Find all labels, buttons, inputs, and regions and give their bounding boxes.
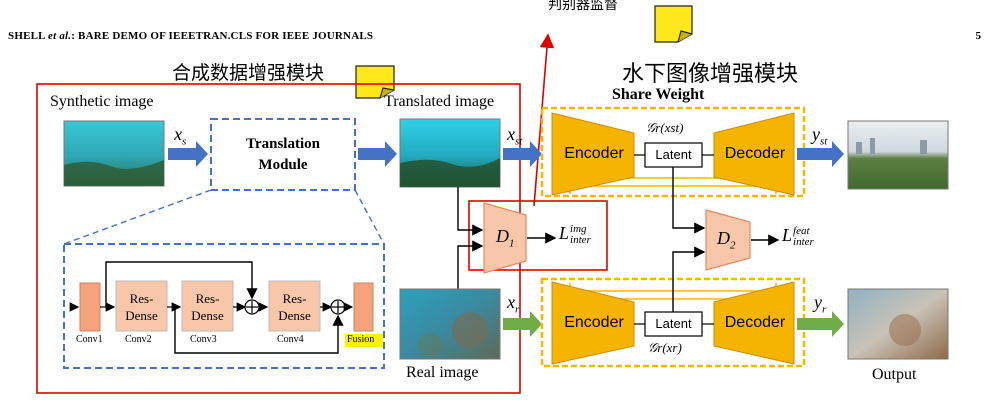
translation-module-box — [210, 118, 356, 191]
arrow-yst — [797, 141, 844, 167]
res-dense-label-1: Res-Dense — [125, 291, 158, 323]
fusion-label: Fusion — [347, 334, 375, 345]
label-xst: xst — [507, 124, 523, 148]
annotation-discriminator-supervision: 判别器监督 — [548, 0, 618, 13]
decoder-bottom — [713, 281, 795, 365]
g-st-label: 𝒢r(xst) — [646, 120, 684, 135]
fusion-highlight — [345, 334, 383, 347]
note-icon-left — [355, 65, 395, 99]
latent-bottom — [644, 311, 703, 337]
header-authors: SHELL — [8, 30, 46, 42]
latent-top-label: Latent — [655, 147, 692, 162]
header-title: : BARE DEMO OF IEEETRAN.CLS FOR IEEE JOU… — [71, 30, 374, 42]
arrow-xs — [168, 141, 208, 167]
header-etal: et al. — [48, 30, 72, 42]
res-dense-block-3 — [268, 280, 321, 332]
translated-image-label: Translated image — [384, 93, 495, 110]
res-dense-label-3: Res-Dense — [278, 291, 311, 323]
arrow-yr — [797, 311, 844, 337]
translation-detail-box — [63, 243, 385, 369]
discriminator-d2 — [705, 209, 751, 271]
output-label: Output — [872, 366, 917, 383]
output-image-top — [847, 120, 949, 190]
d1-label: D1 — [496, 226, 515, 250]
annotation-underwater-module: 水下图像增强模块 — [622, 62, 799, 87]
conv1-label: Conv1 — [76, 334, 103, 345]
conv4-label: Conv4 — [277, 334, 304, 345]
arrow-xst — [503, 141, 542, 167]
arrow-xr — [503, 311, 542, 337]
note-icon-top — [654, 5, 693, 43]
synthetic-image-label: Synthetic image — [50, 93, 154, 110]
d1-highlight-box — [468, 200, 608, 271]
encoder-bottom-label: Encoder — [564, 314, 624, 331]
res-dense-block-1 — [115, 280, 168, 332]
d2-label: D2 — [717, 228, 736, 252]
conv3-label: Conv3 — [190, 334, 217, 345]
discriminator-d1 — [483, 202, 527, 274]
label-xs: xs — [174, 124, 187, 148]
arrow-translated — [358, 141, 397, 167]
encoder-bottom — [551, 281, 635, 365]
fusion-block — [353, 282, 374, 332]
conv1-block — [79, 282, 101, 332]
encoder-top-label: Encoder — [564, 145, 624, 162]
label-xr: xr — [507, 292, 520, 316]
decoder-bottom-label: Decoder — [724, 314, 786, 331]
encoder-top — [551, 112, 635, 196]
label-yst: yst — [812, 124, 828, 148]
res-dense-label-2: Res-Dense — [191, 291, 224, 323]
running-header: SHELL et al.: BARE DEMO OF IEEETRAN.CLS … — [8, 30, 373, 42]
share-weight-label: Share Weight — [612, 86, 705, 103]
res-dense-block-2 — [181, 280, 234, 332]
conv2-label: Conv2 — [125, 334, 152, 345]
label-yr: yr — [814, 292, 827, 316]
decoder-top-label: Decoder — [724, 145, 786, 162]
translation-module-label: Translation Module — [246, 136, 320, 173]
page-number: 5 — [975, 30, 982, 42]
annotation-synthetic-module: 合成数据增强模块 — [172, 62, 325, 84]
latent-bottom-label: Latent — [655, 316, 692, 331]
real-image-label: Real image — [406, 364, 479, 381]
decoder-top — [713, 112, 795, 196]
g-r-label: 𝒢r(xr) — [648, 340, 682, 355]
